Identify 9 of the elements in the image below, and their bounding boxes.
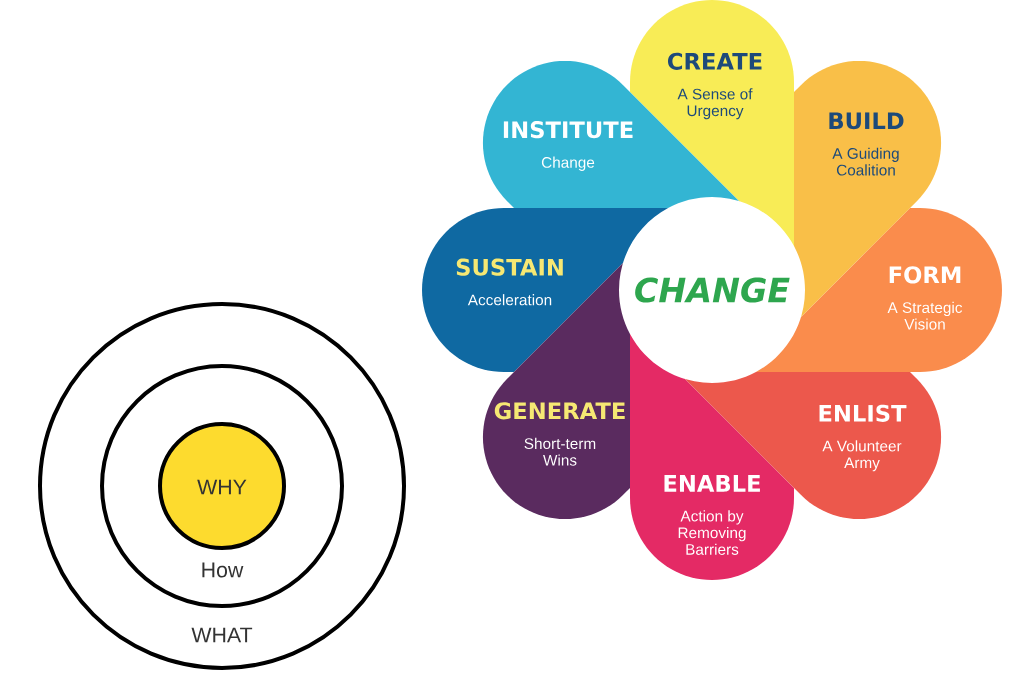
petal-label: ENLIST A Volunteer Army xyxy=(819,404,907,472)
petal-label: FORM A Strategic Vision xyxy=(887,266,963,330)
petal-label: INSTITUTE Change xyxy=(503,121,633,171)
petal-label: GENERATE Short-term Wins xyxy=(494,402,625,466)
petal-label: ENABLE Action by Removing Barriers xyxy=(664,475,760,555)
petal-label: BUILD A Guiding Coalition xyxy=(829,112,904,176)
center-label: CHANGE xyxy=(635,277,790,303)
petal-label: SUSTAIN Acceleration xyxy=(456,258,563,306)
petal-label: CREATE A Sense of Urgency xyxy=(668,52,762,120)
